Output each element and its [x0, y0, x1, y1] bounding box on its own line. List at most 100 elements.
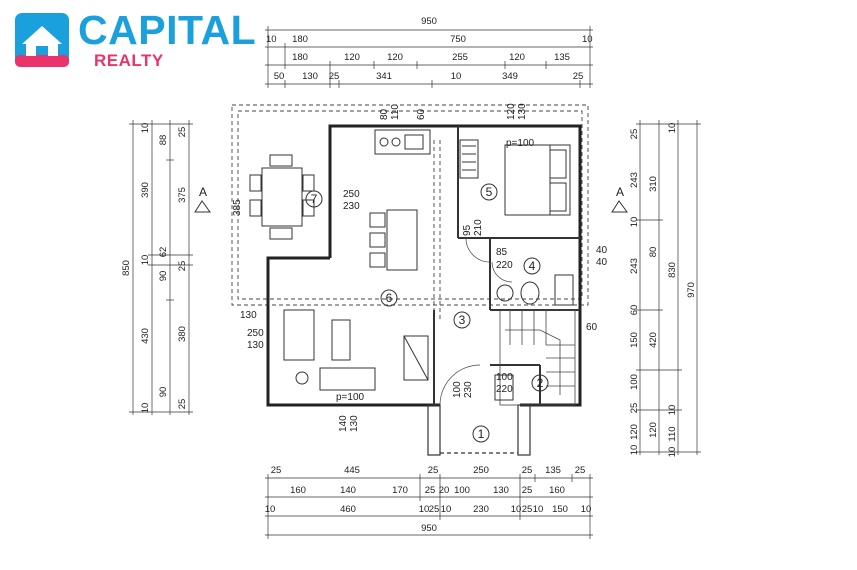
dim-left-c4-4: 380 — [177, 326, 188, 342]
dim-top-r2-2: 180 — [292, 34, 308, 45]
dim-top-r3-1: 180 — [292, 52, 308, 63]
dim-bot-r1-1: 25 — [271, 465, 282, 476]
dim-bot-r3-2: 460 — [340, 504, 356, 515]
dim-right-c1-4: 243 — [629, 258, 640, 274]
dim-top-total: 950 — [421, 16, 437, 27]
dim-top-r4-2: 130 — [302, 71, 318, 82]
dim-bot-r1-3: 25 — [428, 465, 439, 476]
dim-bot-r2-1: 160 — [290, 485, 306, 496]
dim-right-c2-4: 120 — [648, 422, 659, 438]
dim-bot-r2-3: 170 — [392, 485, 408, 496]
dim-right-c1-10: 10 — [629, 445, 640, 456]
dim-bot-r3-9: 10 — [533, 504, 544, 515]
dim-bot-total: 950 — [421, 523, 437, 534]
dim-right-c1-5: 60 — [629, 305, 640, 316]
room-5-label: 5 — [486, 185, 493, 199]
dim-left-c3-1: 88 — [158, 135, 169, 146]
dim-left-c2-1: 10 — [140, 123, 151, 134]
dim-bot-r3-7: 10 — [511, 504, 522, 515]
opening-m-width: 60 — [416, 108, 427, 120]
opening-i-height: 110 — [390, 104, 401, 120]
room-1-label: 1 — [478, 427, 485, 441]
opening-b-width: 250 — [247, 328, 264, 339]
brand-logo: CAPITAL REALTY — [14, 10, 256, 72]
opening-c-height: 210 — [473, 219, 484, 236]
opening-b-height: 130 — [247, 340, 264, 351]
dim-bot-r2-7: 130 — [493, 485, 509, 496]
dim-right-c1-9: 120 — [629, 424, 640, 440]
section-marker-left: A — [199, 185, 207, 199]
dim-left-c2-5: 10 — [140, 403, 151, 414]
opening-a-height: 230 — [343, 201, 360, 212]
dim-top-r2-1: 10 — [266, 34, 277, 45]
opening-d-width: 85 — [496, 247, 508, 258]
dim-right-c1-3: 10 — [629, 217, 640, 228]
opening-d-height: 220 — [496, 260, 513, 271]
dim-bot-r2-6: 100 — [454, 485, 470, 496]
section-marker-right: A — [616, 185, 624, 199]
dim-top-r4-3: 25 — [329, 71, 340, 82]
dim-bot-r1-6: 135 — [545, 465, 561, 476]
dim-top-r4-5: 10 — [451, 71, 462, 82]
dim-right-c3-1: 10 — [667, 123, 678, 134]
dim-bot-r3-1: 10 — [265, 504, 276, 515]
dim-left-c3-3: 90 — [158, 271, 169, 282]
dim-bot-r3-6: 230 — [473, 504, 489, 515]
house-logo-icon — [15, 13, 69, 67]
dim-left-c2-3: 10 — [140, 255, 151, 266]
dim-top-r4-6: 349 — [502, 71, 518, 82]
dim-top-r4-7: 25 — [573, 71, 584, 82]
dim-right-c1-2: 243 — [629, 172, 640, 188]
dim-left-c3-4: 90 — [158, 387, 169, 398]
dim-bot-r3-8: 25 — [522, 504, 533, 515]
opening-e-height: 230 — [463, 381, 474, 398]
opening-c-width: 95 — [462, 224, 473, 236]
opening-e-width: 100 — [452, 381, 463, 398]
dim-top-r3-3: 120 — [387, 52, 403, 63]
opening-f-width: 100 — [496, 372, 513, 383]
dim-top-r4-4: 341 — [376, 71, 392, 82]
opening-j-width: 40 — [596, 245, 608, 256]
dim-right-c1-7: 100 — [629, 374, 640, 390]
dim-right-c1-6: 150 — [629, 332, 640, 348]
dim-bot-r2-4: 25 — [425, 485, 436, 496]
dim-right-c2-2: 80 — [648, 247, 659, 258]
dim-right-c1-8: 25 — [629, 403, 640, 414]
opening-g-height: 130 — [349, 415, 360, 432]
room-7-label: 7 — [311, 192, 318, 206]
opening-l-width: 385 — [232, 199, 243, 216]
dim-right-c1-1: 25 — [629, 129, 640, 140]
opening-n-width: 60 — [586, 322, 598, 333]
dim-right-c2-3: 420 — [648, 332, 659, 348]
dim-left-total: 850 — [121, 260, 132, 276]
dim-right-c3-5: 10 — [667, 447, 678, 458]
dim-top-r2-4: 10 — [582, 34, 593, 45]
dim-bot-r3-10: 150 — [552, 504, 568, 515]
opening-p1-label: p=100 — [506, 138, 535, 149]
dim-bot-r2-2: 140 — [340, 485, 356, 496]
dim-right-total: 970 — [686, 282, 697, 298]
opening-f-height: 220 — [496, 384, 513, 395]
dim-right-c2-1: 310 — [648, 176, 659, 192]
dim-right-c3-2: 830 — [667, 262, 678, 278]
room-6-label: 6 — [386, 291, 393, 305]
dim-top-r3-4: 255 — [452, 52, 468, 63]
dim-bot-r3-4: 25 — [429, 504, 440, 515]
dim-left-c4-2: 375 — [177, 187, 188, 203]
dim-bot-r1-2: 445 — [344, 465, 360, 476]
opening-h-height: 130 — [517, 103, 528, 120]
dim-top-r2-3: 750 — [450, 34, 466, 45]
opening-h-width: 120 — [506, 103, 517, 120]
opening-i-width: 80 — [379, 108, 390, 120]
dim-left-c4-5: 25 — [177, 399, 188, 410]
opening-p2-label: p=100 — [336, 392, 365, 403]
dim-bot-r2-8: 25 — [522, 485, 533, 496]
opening-j-height: 40 — [596, 257, 608, 268]
opening-k-width: 130 — [240, 310, 257, 321]
dim-bot-r3-5: 10 — [441, 504, 452, 515]
dim-bot-r2-9: 160 — [549, 485, 565, 496]
dim-top-r3-5: 120 — [509, 52, 525, 63]
room-4-label: 4 — [529, 259, 536, 273]
dim-bot-r1-4: 250 — [473, 465, 489, 476]
